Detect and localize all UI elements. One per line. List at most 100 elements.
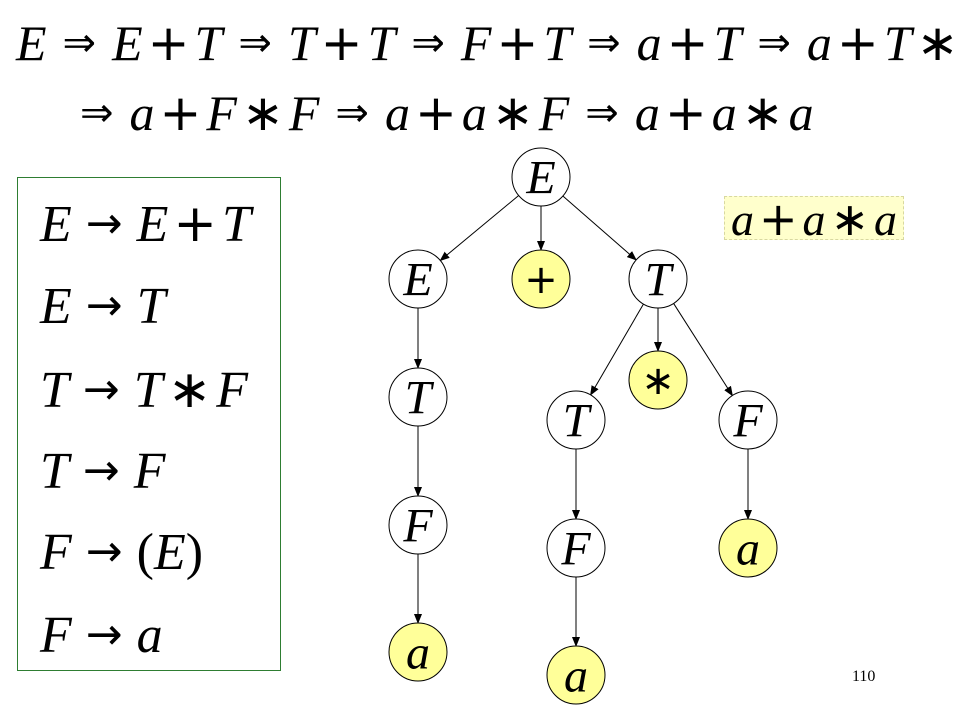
rule-rhs: (E) [137,524,203,581]
derivation-symbol: T [287,15,316,71]
rhs-symbol: E [153,524,186,581]
derives-arrow: ⇒ [335,90,369,136]
plus-operator: + [496,14,539,72]
node-circle [388,249,448,309]
node-circle [546,518,606,578]
node-label: F [732,395,763,448]
star-operator: ∗ [491,84,534,142]
production-arrow: → [85,280,123,331]
derivation-symbol: F [538,85,570,141]
plus-operator: + [664,84,707,142]
derivation-symbol: a [806,15,832,71]
plus-operator: + [159,84,202,142]
plus-operator: + [666,14,709,72]
terminal-node: a [718,518,778,578]
rule-lhs: T [40,362,69,419]
grammar-rule: T → F [40,446,166,498]
production-arrow: → [85,198,123,249]
rule-lhs: E [40,196,72,253]
rule-lhs: F [40,524,72,581]
plus-operator: + [147,14,190,72]
derivation-symbol: a [711,85,737,141]
node-label: E [402,254,432,307]
node-label: T [563,395,593,448]
derivation-symbol: E [112,15,143,71]
node-circle [718,390,778,450]
node-label: F [402,500,433,553]
node-circle [628,350,688,410]
plus-operator: + [320,14,363,72]
rule-rhs: T [137,278,166,335]
rhs-symbol: F [216,362,249,419]
derivation-symbol: E [16,15,47,71]
rhs-symbol: T [221,196,251,253]
star-operator: ∗ [241,84,284,142]
rule-rhs: E+T [137,196,251,253]
rule-rhs: a [137,607,163,664]
grammar-rule: E → E+T [40,198,251,251]
nonterminal-node: F [546,518,606,578]
tree-edge [590,303,644,396]
tree-edge [439,195,519,262]
derivation-symbol: T [194,15,223,71]
derivation-symbol: F [460,15,492,71]
nonterminal-node: F [718,390,778,450]
derivation-symbol: a [788,85,814,141]
input-symbol: a [730,194,754,245]
terminal-node: a [546,645,606,705]
node-label: T [645,254,675,307]
derivation-symbol: T [883,15,912,71]
derivation-symbol: a [634,85,660,141]
plus-operator: + [173,194,217,254]
derivation-symbol: T [367,15,396,71]
node-label: E [525,152,555,205]
node-label: a [736,523,760,576]
node-label: + [524,257,558,303]
derivation-symbol: F [288,85,320,141]
production-arrow: → [82,364,120,415]
nonterminal-node: E [388,249,448,309]
derivation-symbol: a [636,15,662,71]
node-circle [388,495,448,555]
rhs-symbol: F [133,443,166,500]
input-string: a+a∗a [724,196,904,243]
node-circle [388,622,448,682]
derives-arrow: ⇒ [62,20,97,66]
production-arrow: → [82,445,120,496]
derivation-symbol: a [384,85,410,141]
input-symbol: a [802,194,826,245]
grammar-rule: F→(E) [40,527,203,579]
derivation-symbol: T [713,15,742,71]
node-circle [511,147,571,207]
node-circle [628,249,688,309]
nonterminal-node: T [546,390,606,450]
rule-rhs: T∗F [134,362,248,419]
tree-edge [673,303,733,397]
tree-edge [562,195,637,261]
star-operator: ∗ [741,84,784,142]
terminal-node: + [511,249,571,309]
paren: ( [136,524,154,581]
input-symbol: a [874,194,898,245]
grammar-rule: F→a [40,610,163,662]
node-circle [388,367,448,427]
terminal-node: ∗ [628,350,688,410]
node-label: T [405,372,435,425]
derives-arrow: ⇒ [585,90,619,136]
node-circle [718,518,778,578]
node-label: a [564,650,588,703]
star-operator: ∗ [167,360,212,420]
derives-arrow: ⇒ [587,20,621,66]
nonterminal-node: T [628,249,688,309]
derivation-symbol: a [129,85,155,141]
derivation-symbol: F [206,85,237,141]
plus-operator: + [414,84,457,142]
derivation-line-1: E⇒E+T⇒T+T⇒F+T⇒a+T⇒a+T∗F [16,18,960,68]
page-number: 110 [852,668,876,685]
rule-lhs: F [40,607,72,664]
rule-lhs: T [40,443,69,500]
node-label: a [406,627,430,680]
plus-operator: + [758,192,798,246]
star-operator: ∗ [830,192,870,246]
